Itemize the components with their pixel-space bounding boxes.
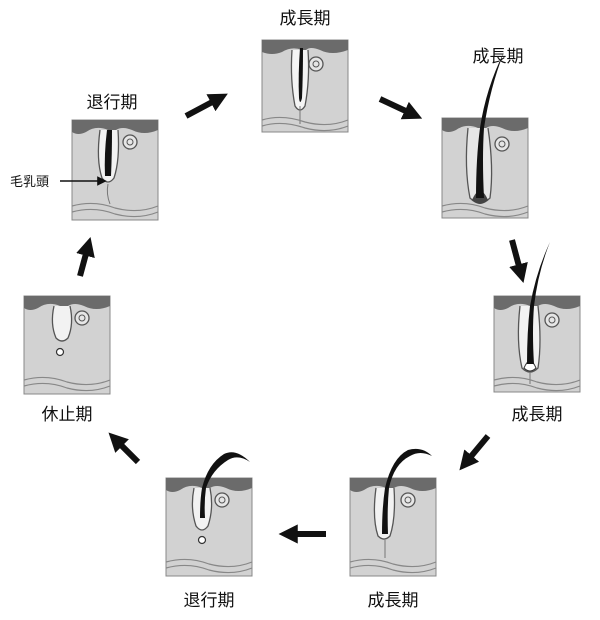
epidermis-layer (442, 118, 528, 132)
panel-stage-3 (493, 242, 581, 393)
cycle-arrow (378, 96, 423, 120)
sebaceous-gland-inner (498, 140, 506, 148)
epidermis-layer (166, 478, 252, 492)
blood-vessel (106, 183, 111, 205)
sebaceous-gland-inner (218, 496, 226, 504)
stage-label: 退行期 (184, 591, 235, 611)
follicle (51, 305, 73, 342)
panel-stage-6 (23, 295, 111, 395)
sebaceous-gland-inner (312, 60, 320, 68)
panel-stage-7 (71, 119, 159, 221)
hair-shaft (527, 242, 550, 364)
dermis-line (441, 208, 529, 218)
sebaceous-gland (308, 56, 324, 72)
dermis-line (165, 558, 253, 568)
dermis-line (349, 564, 437, 574)
dermal-papilla (197, 535, 207, 545)
dermis-line (441, 202, 529, 212)
sebaceous-gland-inner (78, 314, 86, 322)
hair-shaft (382, 448, 432, 534)
panel-stage-4 (349, 448, 437, 577)
cycle-arrows (76, 93, 528, 544)
dermis-line (23, 382, 111, 392)
sebaceous-gland-inner (126, 138, 134, 146)
sebaceous-gland (214, 492, 230, 508)
stage-label: 退行期 (87, 93, 138, 113)
dermis-line (493, 382, 581, 392)
cycle-arrow (184, 93, 228, 119)
stage-label: 成長期 (368, 591, 419, 611)
stage-label: 成長期 (473, 47, 524, 67)
dermis-line (71, 208, 159, 218)
epidermis-layer (494, 296, 580, 310)
hair-club (200, 452, 250, 518)
stage-label: 成長期 (280, 9, 331, 29)
sebaceous-gland (544, 312, 560, 328)
stage-label: 成長期 (512, 405, 563, 425)
sebaceous-gland (74, 310, 90, 326)
dermis-line (23, 376, 111, 386)
hair-shaft (476, 52, 504, 198)
dermal-papilla (55, 347, 65, 357)
hair-shaft (298, 48, 303, 102)
sebaceous-gland (400, 492, 416, 508)
epidermis-layer (24, 296, 110, 310)
cycle-arrow (459, 434, 491, 471)
papilla-label: 毛乳頭 (10, 175, 49, 190)
sebaceous-gland (122, 134, 138, 150)
epidermis-layer (350, 478, 436, 492)
sebaceous-gland (494, 136, 510, 152)
cycle-arrow (108, 432, 141, 465)
epidermis-layer (72, 120, 158, 134)
sebaceous-gland-inner (548, 316, 556, 324)
stage-label: 休止期 (42, 405, 93, 425)
dermis-line (349, 558, 437, 568)
cycle-arrow (76, 237, 95, 277)
epidermis-layer (262, 40, 348, 54)
cycle-arrow (509, 239, 528, 283)
dermis-line (165, 564, 253, 574)
dermis-line (71, 202, 159, 212)
panel-stage-5 (165, 452, 253, 577)
hair-shaft (104, 130, 112, 176)
panel-stage-2 (441, 52, 529, 219)
dermis-line (261, 122, 349, 132)
sebaceous-gland-inner (404, 496, 412, 504)
dermis-line (493, 376, 581, 386)
panel-stage-1 (261, 39, 349, 133)
dermis-line (261, 116, 349, 126)
